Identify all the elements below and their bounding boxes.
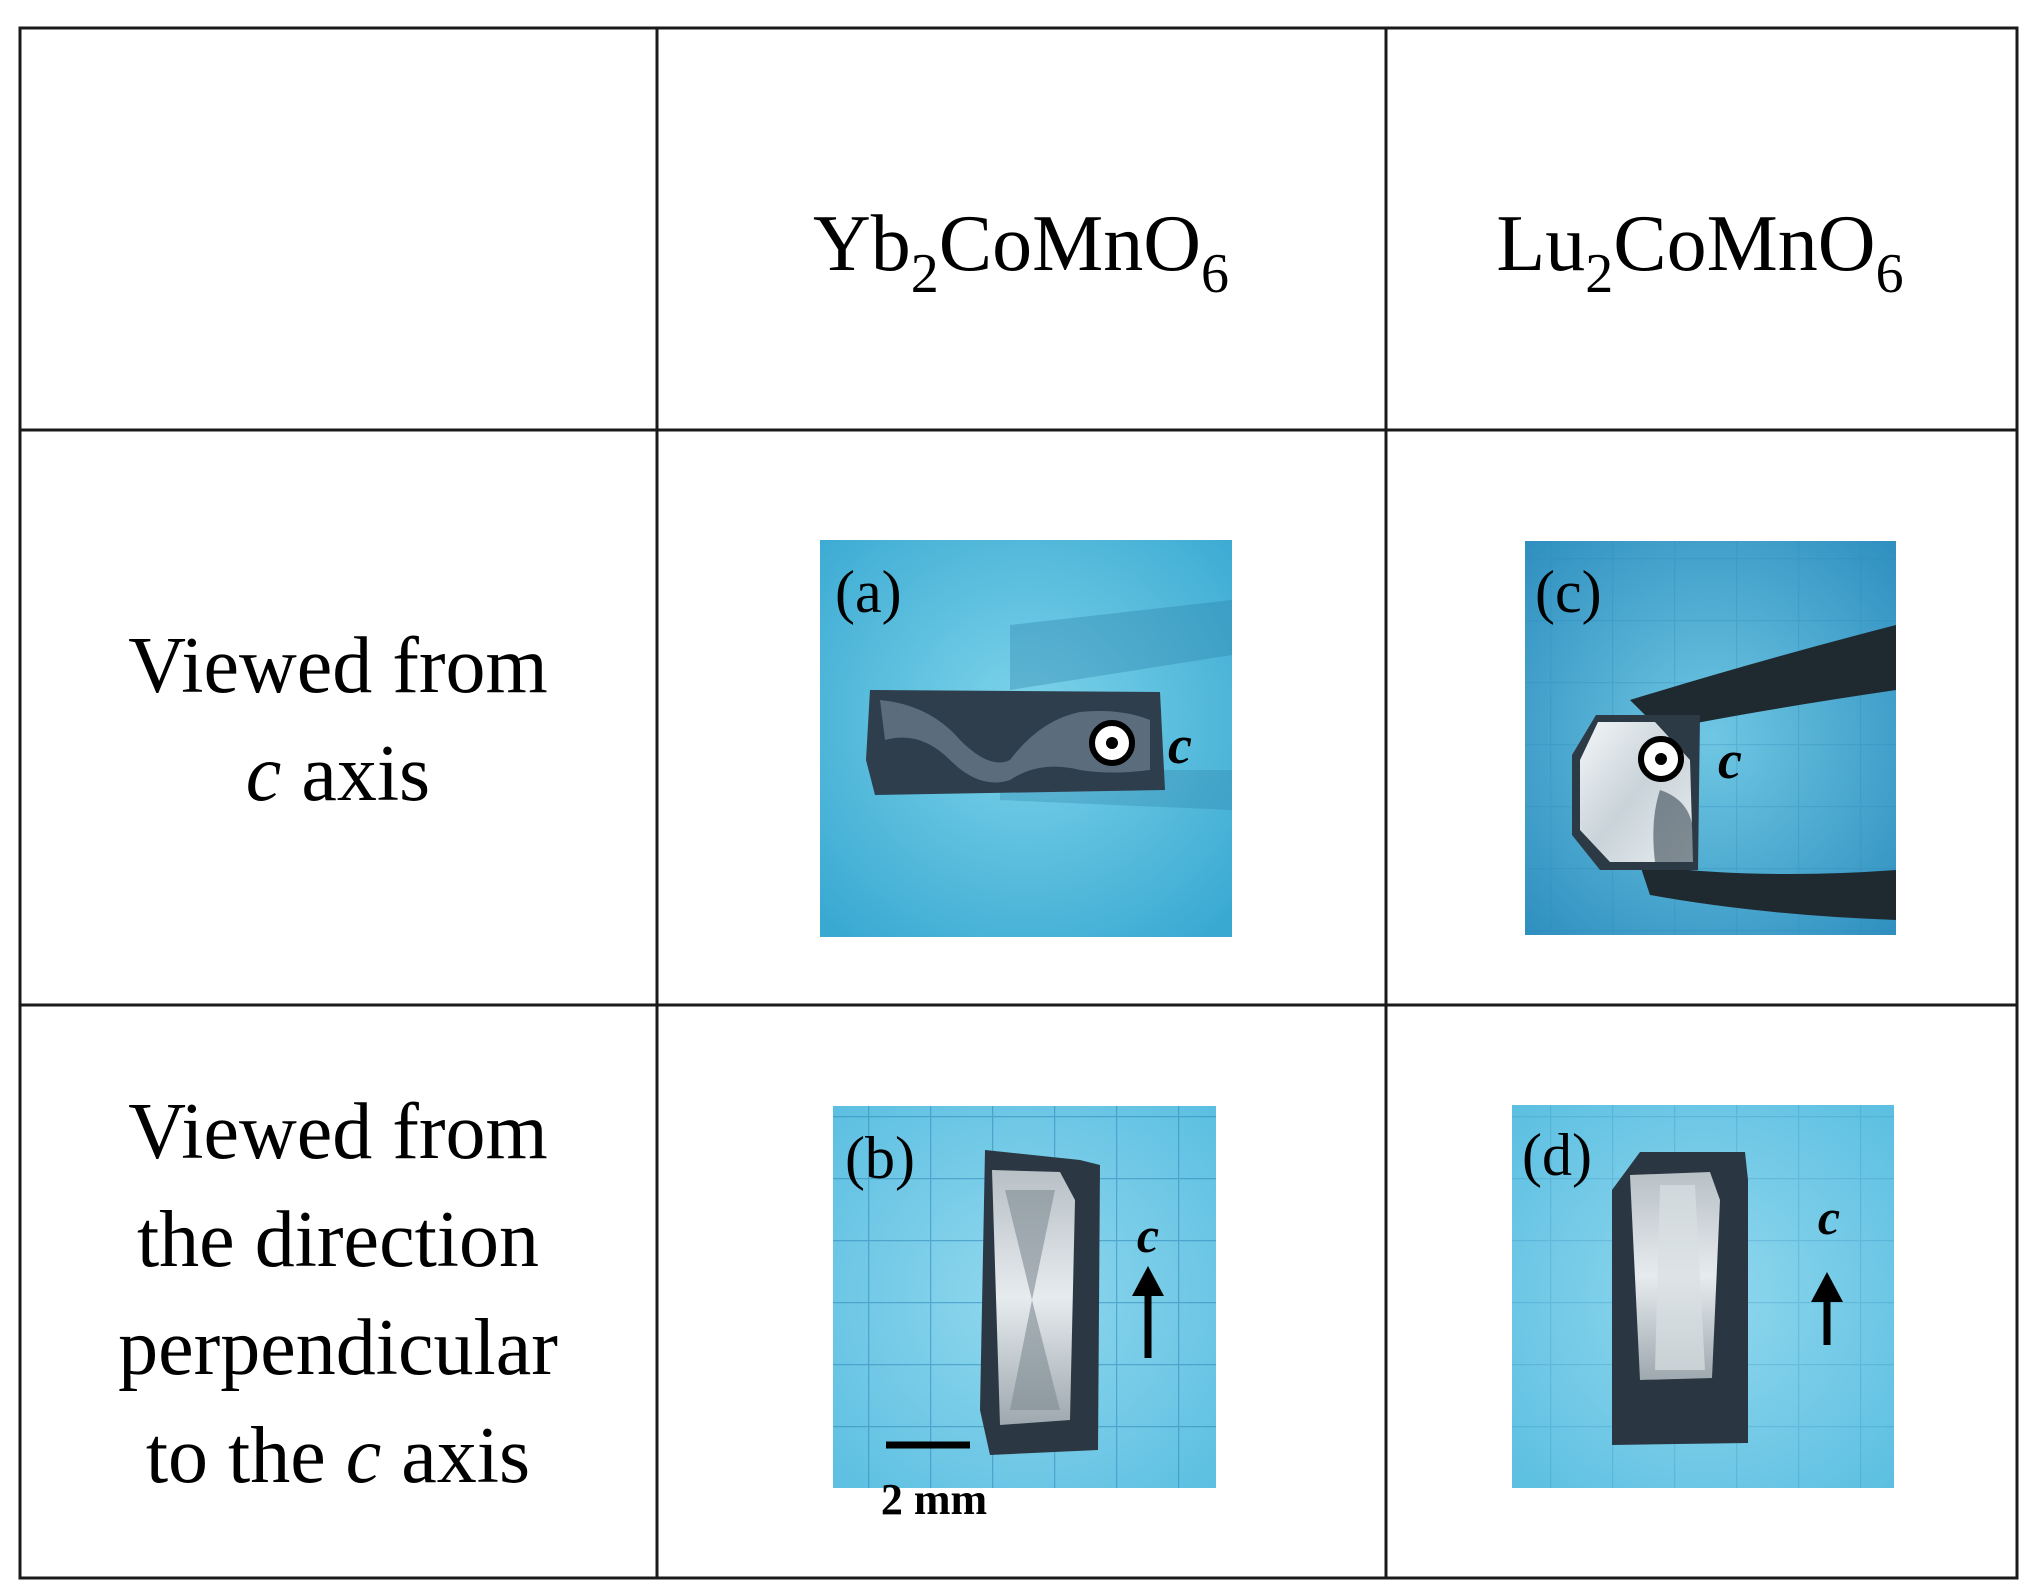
column-header-lu2comno6: Lu2CoMnO6 [1496,200,1903,305]
axis-label-c: c [1718,730,1742,790]
crystal-surface [880,700,1150,783]
column-header-yb2comno6: Yb2CoMnO6 [813,200,1229,305]
row-label-line: Viewed from [128,1088,548,1176]
row-label-text: Viewed from [128,622,548,710]
panel-label-b: (b) [845,1125,915,1191]
formula-subscript: 6 [1201,243,1229,305]
tweezer-shadow [1010,600,1232,690]
row-label-line: to the c axis [146,1412,530,1500]
arrow-head-icon [1811,1272,1843,1302]
c-axis-dot-icon [1655,753,1667,765]
row-label-text: axis [281,730,430,818]
row-label-viewed-from-c-axis: Viewed from c axis [128,622,548,818]
arrow-head-icon [1132,1266,1164,1296]
crystal-facet [1005,1190,1060,1410]
axis-label-c: c [1168,715,1192,775]
table-border [18,26,2019,1580]
formula-part: Yb [813,200,911,288]
tweezer-lower [1640,865,1896,920]
photo-panel-a: (a) c [820,540,1232,937]
row-label-line: perpendicular [118,1304,558,1392]
panel-label-d: (d) [1522,1122,1592,1188]
row-label-text: the direction [137,1196,539,1284]
formula-part: CoMnO [1613,200,1875,288]
table-grid [18,26,2019,1580]
row-label-line: c axis [246,730,430,818]
row-label-text: c [246,730,282,818]
crystal-facet [1655,1185,1705,1370]
formula-subscript: 2 [911,243,939,305]
row-label-viewed-perpendicular: Viewed from the direction perpendicular to … [118,1088,558,1500]
scale-bar-label: 2 mm [881,1475,987,1524]
row-label-text: to the [146,1412,346,1500]
formula-subscript: 6 [1876,243,1904,305]
formula-subscript: 2 [1585,243,1613,305]
row-label-line: Viewed from [128,622,548,710]
row-label-line: the direction [137,1196,539,1284]
photo-panel-d: (d) c [1512,1105,1894,1488]
row-label-text: c [346,1412,382,1500]
axis-label-c: c [1137,1207,1159,1263]
crystal-surface [992,1170,1075,1425]
row-label-text: Viewed from [128,1088,548,1176]
panel-label-c: (c) [1535,559,1602,625]
tweezer-upper [1630,625,1896,730]
axis-label-c: c [1818,1189,1840,1245]
row-label-text: axis [381,1412,530,1500]
panel-label-a: (a) [835,559,902,625]
photo-panel-c: (c) c [1525,541,1896,935]
row-label-text: perpendicular [118,1304,558,1392]
c-axis-dot-icon [1106,737,1118,749]
formula-part: CoMnO [939,200,1201,288]
crystal-shadow [1653,790,1693,862]
formula-part: Lu [1496,200,1585,288]
photo-panel-b: (b) c 2 mm [833,1106,1216,1524]
